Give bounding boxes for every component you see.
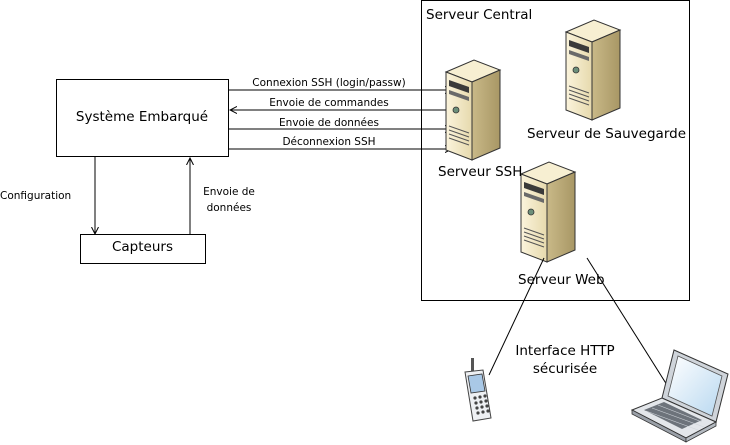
sensors-box [80,234,206,264]
mobile-phone-icon [464,358,492,422]
http-interface-label-line1: Interface HTTP [515,343,615,359]
http-link-phone [488,257,545,376]
web-server-label: Serveur Web [518,272,605,288]
central-server-label: Serveur Central [426,7,533,23]
sensor-data-label-line2: données [206,202,252,214]
ssh-server-label: Serveur SSH [438,164,523,180]
embedded-system-box [56,79,229,157]
http-link-laptop [586,257,668,386]
configuration-label: Configuration [0,190,72,202]
http-interface-label-line2: sécurisée [532,361,598,377]
backup-server-label: Serveur de Sauvegarde [527,126,687,142]
embedded-system-label: Système Embarqué [75,109,209,125]
send-data-label: Envoie de données [279,117,379,129]
ssh-disconnect-label: Déconnexion SSH [282,136,376,148]
server-icon [520,161,576,263]
sensor-data-label-line1: Envoie de [203,186,255,198]
server-icon [445,59,501,161]
server-icon [565,19,621,121]
sensors-label: Capteurs [111,239,173,255]
laptop-icon [630,349,729,443]
send-commands-label: Envoie de commandes [269,97,389,109]
ssh-connect-label: Connexion SSH (login/passw) [252,77,406,89]
